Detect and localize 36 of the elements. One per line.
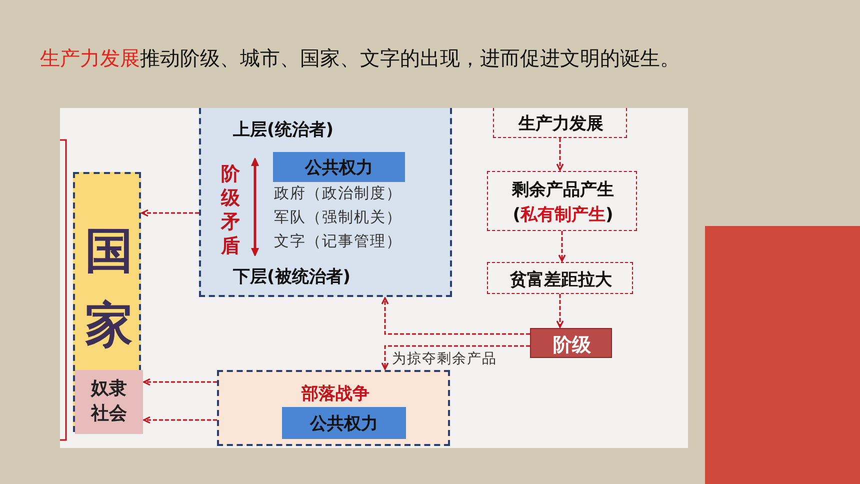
list-item: 军队（强制机关） — [274, 208, 402, 227]
state-box — [73, 172, 141, 432]
list-item: 政府（政治制度） — [274, 184, 402, 203]
arrow — [556, 294, 564, 328]
society-label: 奴隶社会 — [90, 377, 128, 426]
process-box — [487, 262, 633, 294]
class-box — [530, 328, 612, 358]
arrow — [381, 345, 530, 370]
power-label: 公共权力 — [308, 413, 379, 435]
lower-class-label: 下层(被统治者) — [233, 266, 351, 288]
arrow — [558, 231, 566, 262]
power-bar — [273, 152, 405, 182]
war-label: 部落战争 — [300, 383, 370, 405]
power-label: 公共权力 — [304, 157, 374, 179]
process-label: 贫富差距拉大 — [509, 269, 613, 291]
arrow — [143, 378, 217, 386]
contradiction-label: 阶级矛盾 — [221, 162, 241, 258]
arrow — [556, 138, 564, 171]
title-text: 生产力发展推动阶级、城市、国家、文字的出现，进而促进文明的诞生。 — [40, 45, 680, 72]
process-label: 剩余产品产生 — [510, 179, 615, 201]
power-bar — [282, 407, 406, 439]
society-box — [75, 370, 143, 434]
class-structure-box — [199, 108, 452, 297]
process-label: 生产力发展 — [517, 113, 604, 135]
class-label: 阶级 — [552, 333, 592, 358]
upper-class-label: 上层(统治者) — [233, 119, 334, 141]
war-box — [217, 370, 450, 446]
process-box — [487, 171, 637, 231]
process-box — [493, 108, 627, 138]
arrow — [141, 209, 199, 217]
arrow — [143, 416, 217, 424]
arrow — [381, 297, 530, 335]
edge-label: 为掠夺剩余产品 — [391, 350, 498, 368]
process-label: (私有制产生) — [512, 204, 614, 226]
state-label: 国家 — [85, 222, 133, 355]
list-item: 文字（记事管理） — [274, 232, 402, 251]
